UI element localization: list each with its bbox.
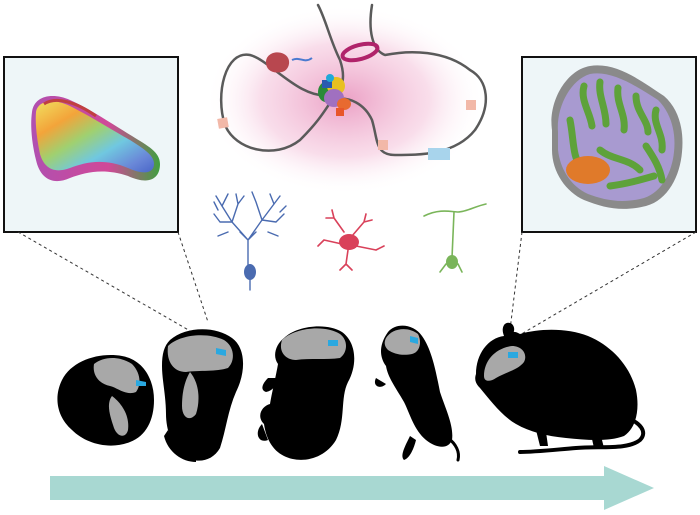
cerebellar-primordium-shape [31, 96, 160, 182]
developmental-time-arrow [50, 466, 654, 510]
cohesin-ring [340, 41, 380, 63]
chromatin-looping-panel [205, 3, 488, 195]
stage-neonate [257, 326, 355, 460]
interneuron [317, 209, 385, 271]
cerebellum-highlight [410, 336, 418, 344]
insulator-mark [428, 148, 450, 160]
interneuron-soma [339, 234, 359, 250]
left-inset-panel [3, 56, 179, 233]
enhancer-mark [217, 117, 229, 129]
cerebellum-highlight [328, 340, 338, 346]
transcript-line [291, 57, 313, 62]
cerebellum-region [93, 358, 140, 394]
right-inset-panel [521, 56, 697, 233]
stage-adult [475, 322, 646, 454]
right-zoom-lines [509, 231, 697, 337]
mouse-tail [518, 416, 646, 454]
stage-embryo-late [162, 329, 244, 462]
promoter-blob [266, 52, 290, 73]
cerebellum-region [167, 335, 233, 372]
deep-cerebellar-nucleus [566, 156, 610, 184]
purkinje-soma [244, 264, 256, 280]
granule-cell [423, 203, 487, 273]
stage-juvenile [374, 325, 460, 462]
transcription-factor-cluster [318, 74, 351, 116]
purkinje-cell [213, 191, 287, 291]
enhancer-mark [378, 140, 388, 150]
stage-embryo-early [57, 355, 155, 446]
cerebellum-highlight [216, 348, 226, 356]
cerebellum-region [280, 328, 346, 360]
adult-cerebellum-section [551, 65, 683, 209]
enhancer-mark [466, 100, 476, 110]
granule-soma [446, 255, 458, 269]
left-zoom-lines [17, 231, 209, 333]
cerebellum-region [384, 329, 420, 355]
cerebellum-highlight [136, 380, 146, 386]
cerebellum-highlight [508, 352, 518, 358]
